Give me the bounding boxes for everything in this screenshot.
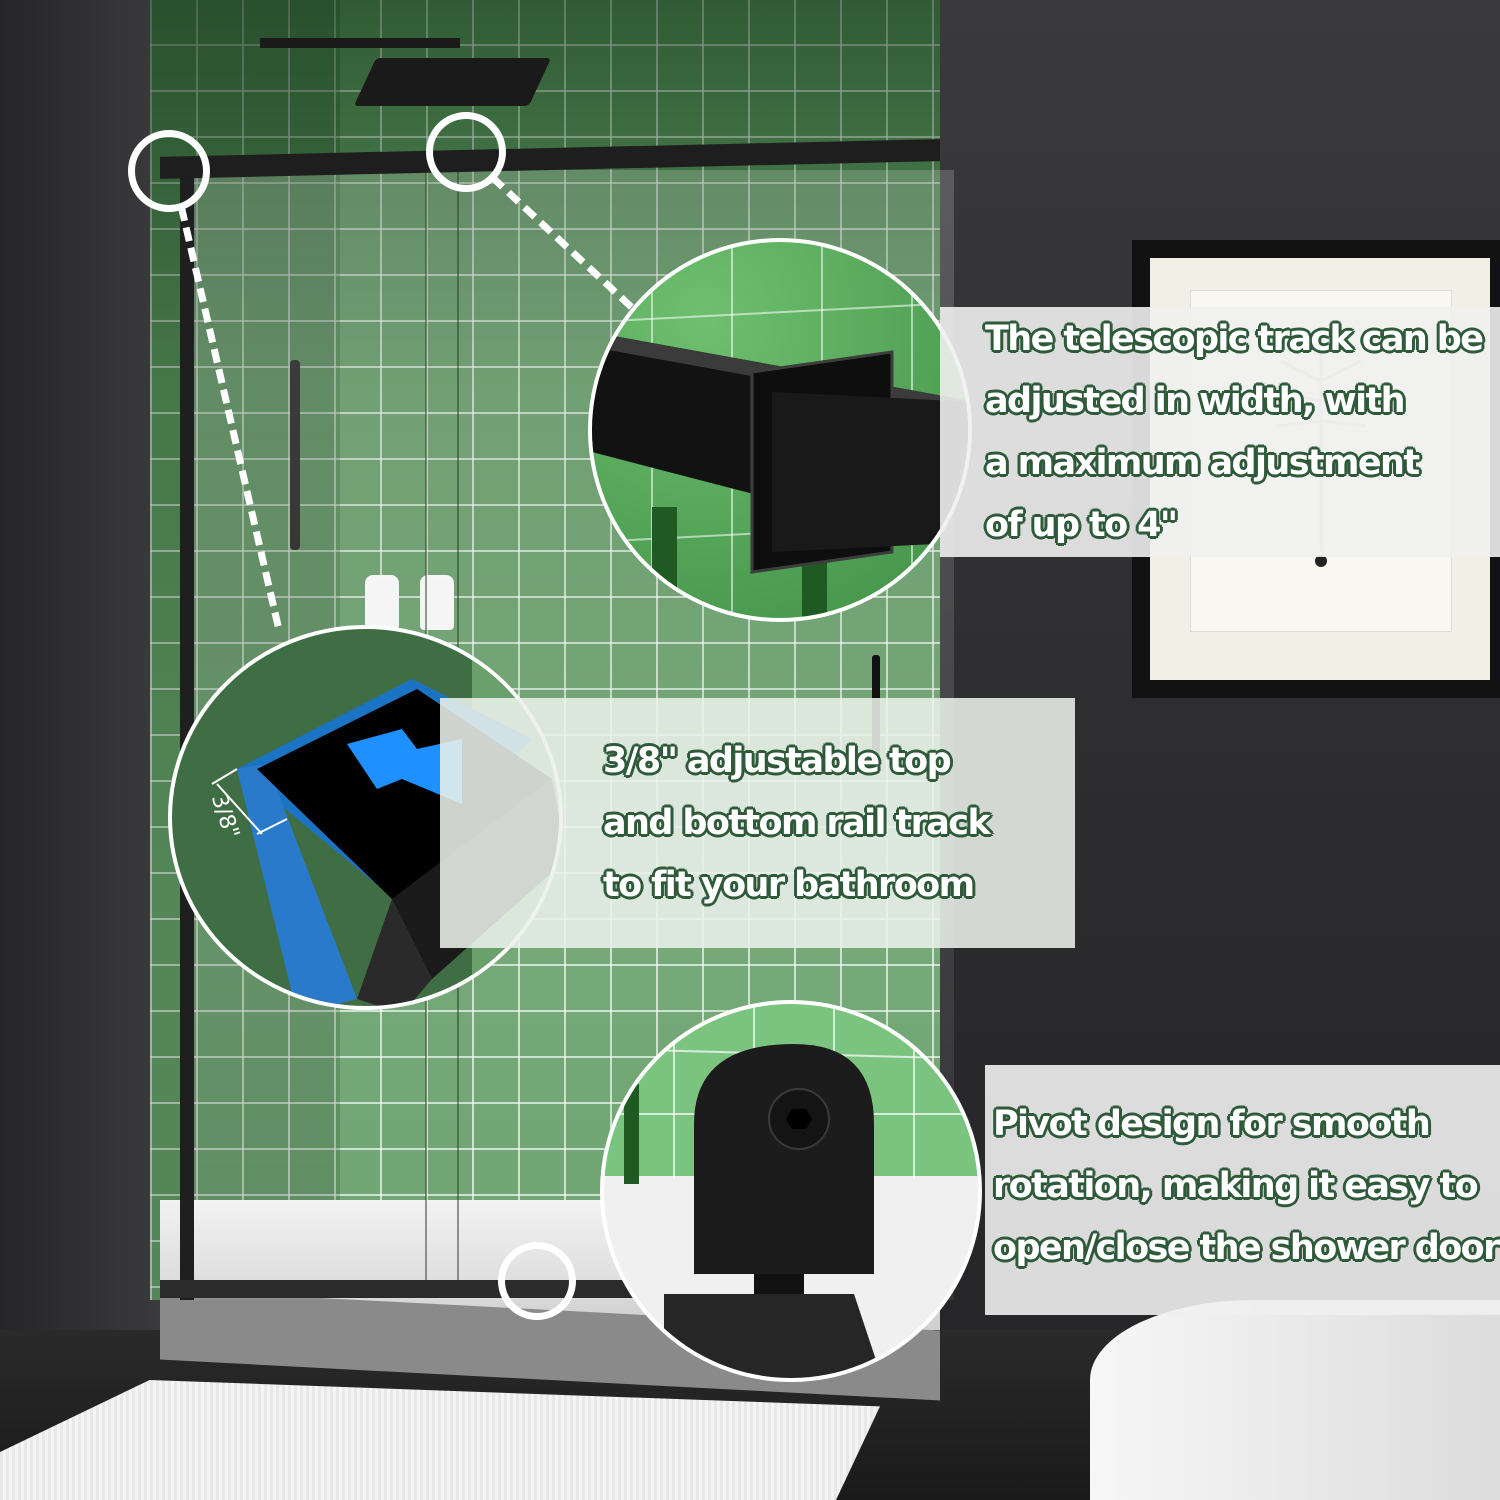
callout-line: Pivot design for smooth [993, 1104, 1431, 1144]
rain-shower-head [353, 58, 552, 106]
callout-line: and bottom rail track [603, 803, 991, 843]
callout-line: open/close the shower door [993, 1228, 1500, 1268]
callout-line: 3/8" adjustable top [603, 741, 952, 781]
callout-line: adjusted in width, with [985, 381, 1406, 421]
hotspot-pivot[interactable] [498, 1242, 576, 1320]
shower-arm [260, 38, 460, 48]
callout-line: a maximum adjustment [985, 443, 1420, 483]
telescopic-track-detail-icon [592, 242, 968, 618]
hand-shower [290, 360, 300, 550]
left-wall [0, 0, 160, 1330]
callout-line: rotation, making it easy to [993, 1166, 1479, 1206]
callout-text-pivot: Pivot design for smooth rotation, making… [993, 1093, 1500, 1279]
callout-text-telescopic-track: The telescopic track can be adjusted in … [985, 308, 1484, 556]
callout-line: of up to 4" [985, 505, 1178, 545]
hotspot-rail-corner[interactable] [128, 130, 210, 212]
blue-arrow-icon [347, 729, 462, 804]
callout-panel-pivot [985, 1065, 1500, 1315]
callout-panel-telescopic [940, 307, 1500, 557]
soap-bottle [365, 575, 399, 630]
toilet [1090, 1300, 1500, 1500]
callout-line: The telescopic track can be [985, 319, 1484, 359]
hex-screw-icon [786, 1109, 812, 1129]
zoom-pivot [600, 1000, 982, 1382]
hotspot-telescopic-joint[interactable] [426, 112, 506, 192]
pivot-detail-icon [604, 1004, 978, 1378]
callout-line: to fit your bathroom [603, 865, 975, 905]
callout-text-adjustable-rail: 3/8" adjustable top and bottom rail trac… [603, 730, 991, 916]
callout-panel-rail [440, 698, 1075, 948]
zoom-telescopic-track [588, 238, 972, 622]
